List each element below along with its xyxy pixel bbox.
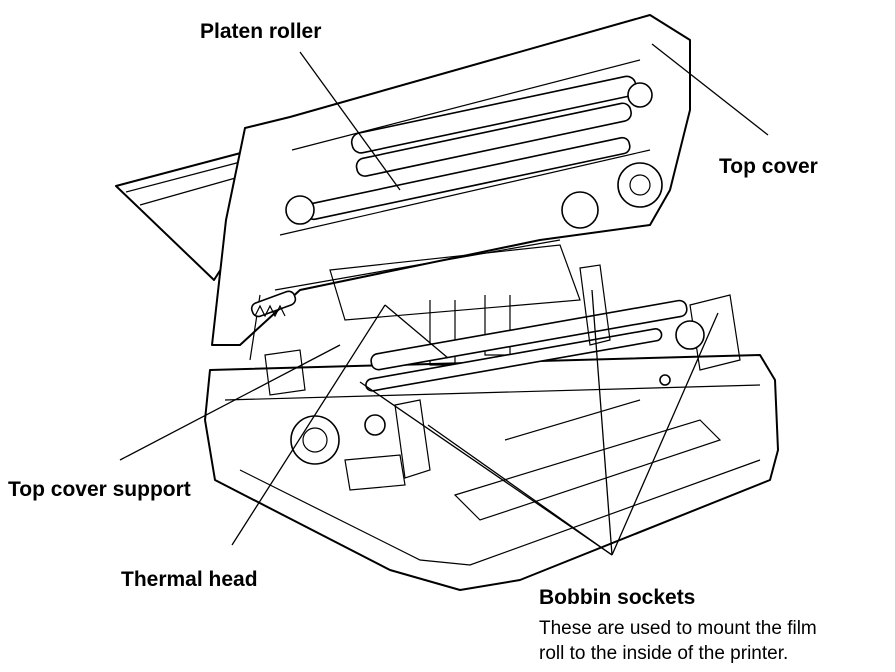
thermal-head-label: Thermal head	[121, 568, 258, 591]
top-cover-support-label: Top cover support	[8, 478, 191, 501]
cover-rollers	[285, 75, 663, 229]
bobbin-sockets-label: Bobbin sockets	[539, 586, 696, 609]
bobbin-description-line-1: These are used to mount the film	[539, 618, 817, 639]
platen-roller-label: Platen roller	[200, 20, 322, 43]
inner-chassis	[250, 244, 741, 491]
bobbin-description-line-2: roll to the inside of the printer.	[539, 643, 789, 664]
bobbin-sockets-description: These are used to mount the film roll to…	[539, 616, 817, 666]
leader-lines	[119, 43, 769, 556]
top-cover-label: Top cover	[719, 155, 818, 178]
